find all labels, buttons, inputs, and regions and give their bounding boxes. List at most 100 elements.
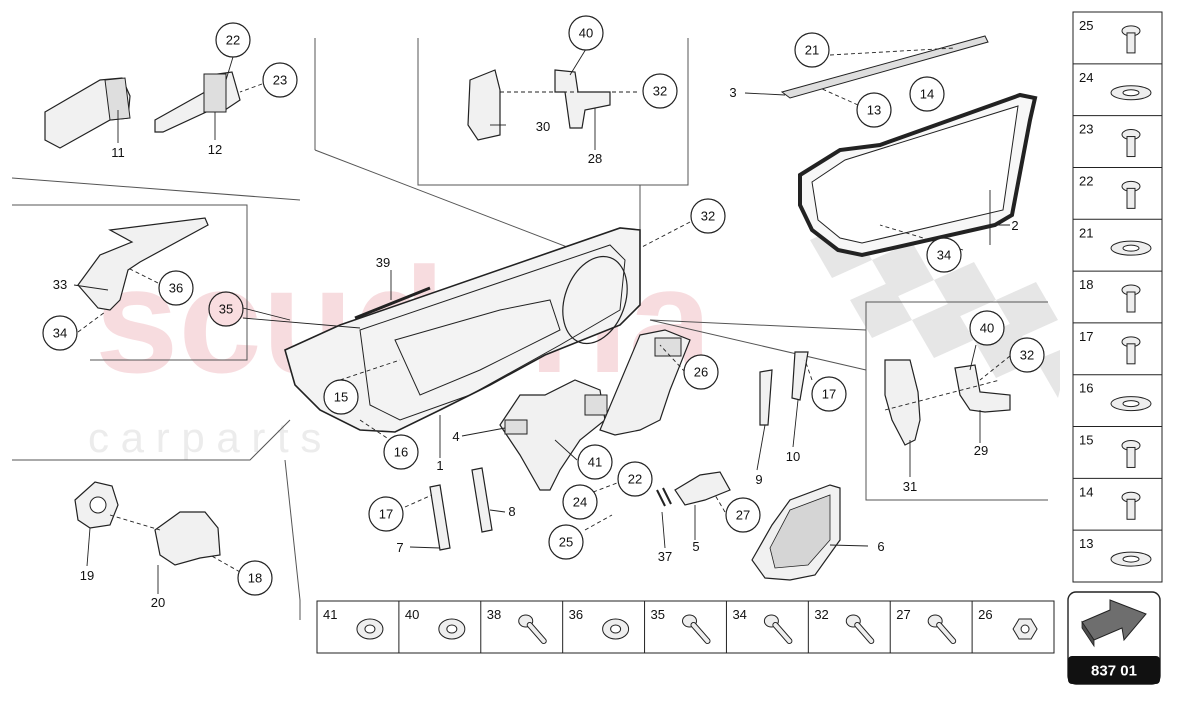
part-mirror-base	[77, 217, 209, 311]
side-table-number: 18	[1079, 277, 1093, 292]
fastener-icon	[1110, 551, 1152, 567]
callout-17: 17	[368, 496, 404, 532]
label-37: 37	[658, 549, 672, 564]
callout-16: 16	[383, 434, 419, 470]
part-check-strap	[154, 71, 241, 133]
part-check-strap-cover	[44, 77, 131, 149]
fastener-icon	[845, 614, 875, 644]
side-table-number: 17	[1079, 329, 1093, 344]
svg-text:34: 34	[53, 326, 67, 341]
bottom-table-cell: 26	[971, 601, 1038, 653]
fastener-icon	[927, 614, 957, 644]
fastener-icon	[1012, 618, 1038, 640]
diagram-code: 837 01	[1091, 663, 1137, 680]
bottom-table-number: 32	[814, 607, 828, 622]
part-speaker-cover	[751, 484, 841, 581]
label-33: 33	[53, 277, 67, 292]
callout-41: 41	[577, 444, 613, 480]
callout-40: 40	[568, 15, 604, 51]
callout-40: 40	[969, 310, 1005, 346]
callout-22: 22	[617, 461, 653, 497]
svg-text:24: 24	[573, 495, 587, 510]
side-table-cell: 16	[1073, 374, 1162, 412]
callout-13: 13	[856, 92, 892, 128]
side-table-cell: 22	[1073, 166, 1162, 209]
side-table-number: 15	[1079, 433, 1093, 448]
label-20: 20	[151, 595, 165, 610]
label-6: 6	[877, 539, 884, 554]
svg-text:23: 23	[273, 73, 287, 88]
callout-36: 36	[158, 270, 194, 306]
side-table-cell: 24	[1073, 63, 1162, 101]
part-guide-rails	[429, 351, 809, 551]
side-table-cell: 21	[1073, 218, 1162, 256]
callout-17: 17	[811, 376, 847, 412]
svg-text:32: 32	[701, 209, 715, 224]
label-7: 7	[396, 540, 403, 555]
svg-text:36: 36	[169, 281, 183, 296]
svg-text:17: 17	[379, 507, 393, 522]
fastener-icon	[438, 618, 466, 640]
side-table-number: 23	[1079, 122, 1093, 137]
part-hinge-top	[467, 69, 611, 141]
bottom-table-cell: 34	[725, 601, 793, 653]
bottom-table-cell: 27	[889, 601, 957, 653]
label-5: 5	[692, 539, 699, 554]
label-1: 1	[436, 458, 443, 473]
callout-14: 14	[909, 76, 945, 112]
callout-35: 35	[208, 291, 244, 327]
next-diagram-button[interactable]: 837 01	[1067, 591, 1161, 685]
callout-27: 27	[725, 497, 761, 533]
fastener-icon	[356, 618, 384, 640]
part-pin	[656, 487, 672, 507]
svg-text:32: 32	[1020, 348, 1034, 363]
fastener-icon	[602, 618, 630, 640]
part-door-panel	[284, 227, 641, 433]
side-table-number: 21	[1079, 225, 1093, 240]
fastener-icon	[1110, 85, 1152, 101]
callout-25: 25	[548, 524, 584, 560]
label-28: 28	[588, 151, 602, 166]
svg-text:15: 15	[334, 390, 348, 405]
bottom-table-number: 40	[405, 607, 419, 622]
svg-text:17: 17	[822, 387, 836, 402]
bottom-table-cell: 38	[480, 601, 547, 653]
label-4: 4	[452, 429, 459, 444]
fastener-icon	[1121, 129, 1141, 158]
bottom-table-cell: 41	[323, 607, 384, 640]
svg-text:13: 13	[867, 103, 881, 118]
callout-21: 21	[794, 32, 830, 68]
callout-18: 18	[237, 560, 273, 596]
side-table-number: 14	[1079, 484, 1093, 499]
fastener-icon	[1110, 396, 1152, 412]
label-19: 19	[80, 568, 94, 583]
leader-lines	[73, 47, 1011, 594]
side-table-number: 13	[1079, 536, 1093, 551]
callout-24: 24	[562, 484, 598, 520]
label-29: 29	[974, 443, 988, 458]
fastener-icon	[763, 614, 793, 644]
fastener-icon	[1121, 284, 1141, 313]
bottom-table-number: 36	[569, 607, 583, 622]
bottom-table-cell: 36	[562, 601, 630, 653]
side-table-cell: 23	[1073, 115, 1162, 158]
arrow-right-icon	[1081, 599, 1147, 648]
bottom-table-cell: 40	[398, 601, 466, 653]
label-9: 9	[755, 472, 762, 487]
bottom-table-number: 26	[978, 607, 992, 622]
part-motor	[674, 471, 731, 506]
svg-text:14: 14	[920, 87, 934, 102]
svg-text:41: 41	[588, 455, 602, 470]
label-2: 2	[1011, 218, 1018, 233]
label-11: 11	[111, 145, 125, 160]
watermark-sub: c a r p a r t s	[88, 414, 321, 461]
callout-34: 34	[42, 315, 78, 351]
bottom-table-cell: 35	[644, 601, 711, 653]
label-12: 12	[208, 142, 222, 157]
svg-text:32: 32	[653, 84, 667, 99]
callout-32: 32	[690, 198, 726, 234]
label-3: 3	[729, 85, 736, 100]
part-door-seal-frame	[798, 92, 1038, 258]
svg-text:22: 22	[226, 33, 240, 48]
